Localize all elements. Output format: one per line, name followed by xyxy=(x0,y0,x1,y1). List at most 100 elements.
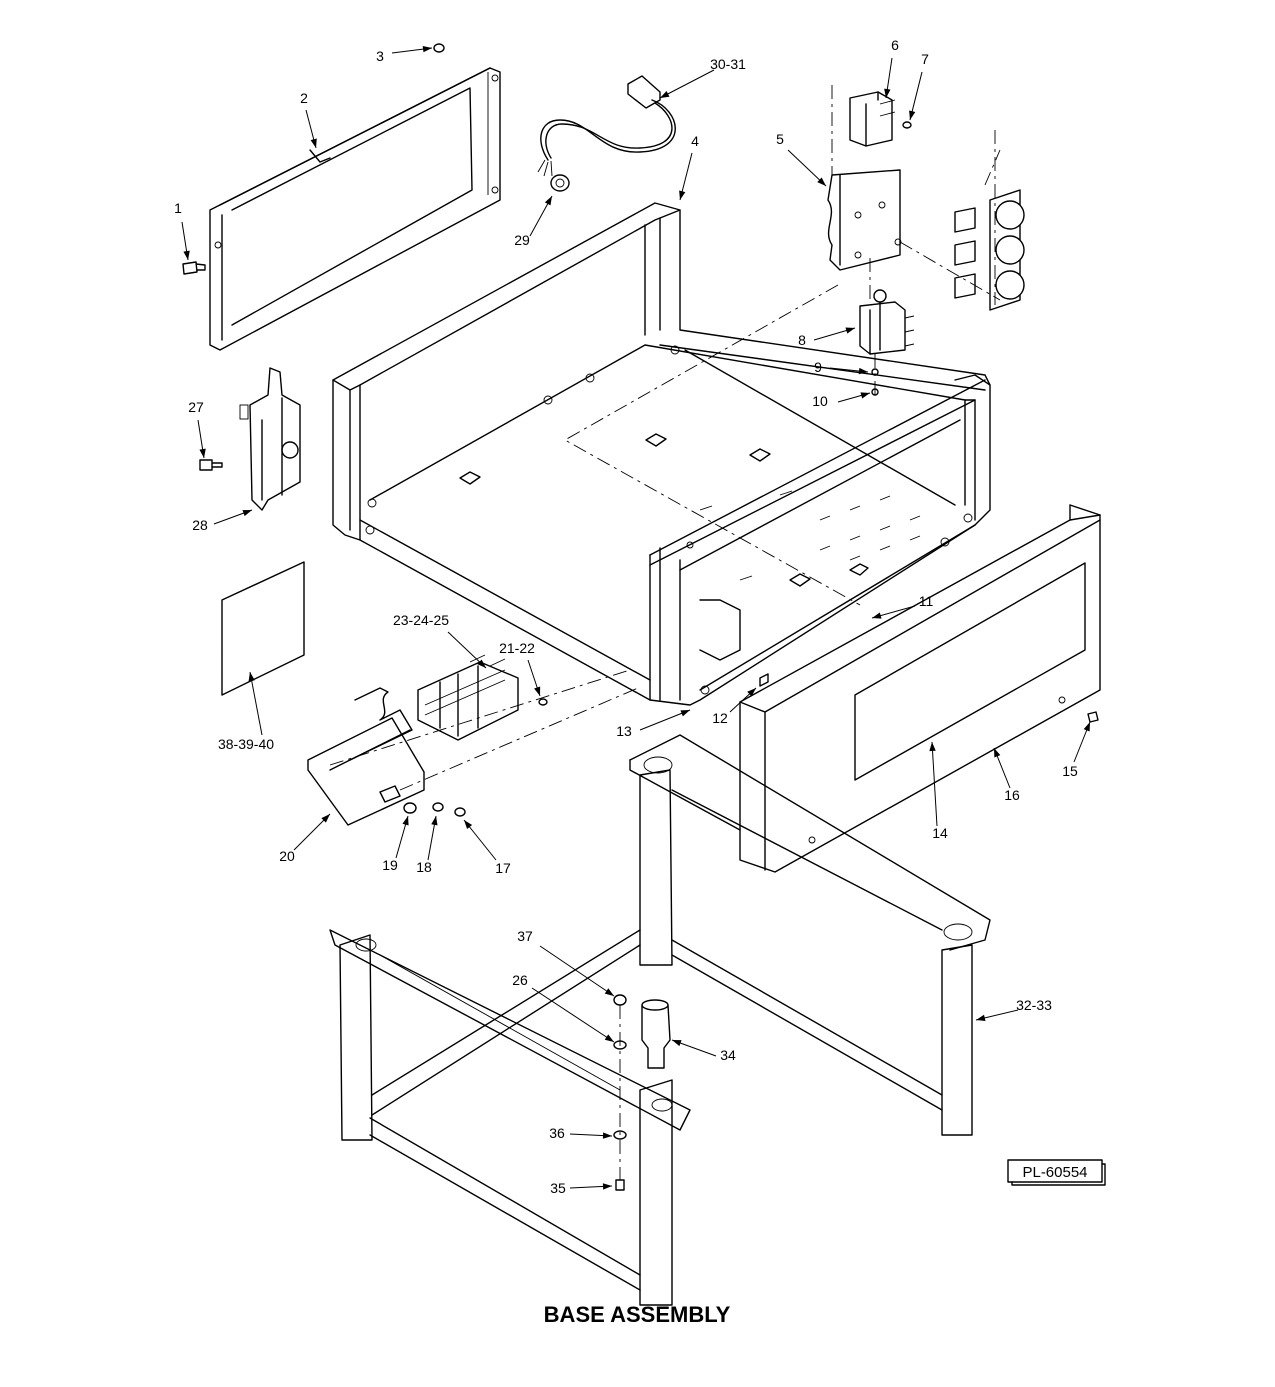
assembly-lines xyxy=(329,85,1001,791)
screw-part-3 xyxy=(433,43,445,53)
callout-23-24-25: 23-24-25 xyxy=(393,612,449,628)
arrowhead-23-24-25 xyxy=(477,659,486,668)
arrowhead-15 xyxy=(1083,722,1090,732)
rear-panel-part-2 xyxy=(209,67,501,351)
callout-12: 12 xyxy=(712,710,728,726)
arrowhead-8 xyxy=(845,327,855,334)
foot-part-34 xyxy=(641,999,671,1069)
drawing-number-box: PL-60554 xyxy=(1007,1159,1106,1186)
arrowhead-34 xyxy=(672,1040,682,1047)
arrowhead-4 xyxy=(679,190,686,200)
arrowhead-18 xyxy=(431,816,438,826)
callout-18: 18 xyxy=(416,859,432,875)
callout-17: 17 xyxy=(495,860,511,876)
callout-28: 28 xyxy=(192,517,208,533)
arrowhead-29 xyxy=(544,196,552,206)
diagram-title: BASE ASSEMBLY xyxy=(544,1302,731,1327)
arrowhead-20 xyxy=(321,814,330,823)
drawing-number: PL-60554 xyxy=(1022,1164,1087,1181)
callout-2: 2 xyxy=(300,90,308,106)
arrowhead-13 xyxy=(680,710,690,717)
callout-34: 34 xyxy=(720,1047,736,1063)
screw-part-1 xyxy=(182,261,206,275)
arrowhead-17 xyxy=(464,820,473,830)
wire-harness-part-30-31 xyxy=(537,75,676,177)
callout-9: 9 xyxy=(814,359,822,375)
callout-32-33: 32-33 xyxy=(1016,997,1052,1013)
leader-line-30-31 xyxy=(659,69,715,99)
hardware-parts-17-18-19-21-22 xyxy=(403,698,548,817)
arrowhead-30-31 xyxy=(660,91,670,98)
bracket-part-5 xyxy=(827,169,902,271)
terminal-block-part-23-24-25 xyxy=(417,654,519,741)
callout-16: 16 xyxy=(1004,787,1020,803)
arrowhead-36 xyxy=(602,1132,612,1139)
arrowhead-14 xyxy=(929,742,936,752)
arrowhead-37 xyxy=(604,988,614,996)
arrowhead-3 xyxy=(422,45,432,53)
label-part-38-39-40 xyxy=(221,561,305,696)
leg-stand-part-32-33 xyxy=(329,734,991,1306)
callout-37: 37 xyxy=(517,928,533,944)
callout-36: 36 xyxy=(549,1125,565,1141)
grommet-part-29 xyxy=(550,174,570,192)
arrowhead-28 xyxy=(242,510,252,517)
arrowhead-38-39-40 xyxy=(248,672,255,682)
base-frame-part-4 xyxy=(332,202,991,706)
callout-10: 10 xyxy=(812,393,828,409)
callout-8: 8 xyxy=(798,332,806,348)
arrowhead-5 xyxy=(817,177,826,186)
leader-lines xyxy=(181,45,1091,1190)
leader-line-26 xyxy=(531,987,615,1043)
callout-21-22: 21-22 xyxy=(499,640,535,656)
callout-19: 19 xyxy=(382,857,398,873)
relay-part-6 xyxy=(849,91,896,147)
callout-26: 26 xyxy=(512,972,528,988)
arrowhead-6 xyxy=(884,88,891,98)
arrowhead-16 xyxy=(994,748,1001,758)
callout-6: 6 xyxy=(891,37,899,53)
arrowhead-2 xyxy=(310,138,317,148)
arrowhead-35 xyxy=(602,1183,612,1190)
callout-4: 4 xyxy=(691,133,699,149)
callout-1: 1 xyxy=(174,200,182,216)
callout-27: 27 xyxy=(188,399,204,415)
leader-line-38-39-40 xyxy=(249,671,263,736)
callout-15: 15 xyxy=(1062,763,1078,779)
screw-part-27 xyxy=(199,459,223,471)
callout-20: 20 xyxy=(279,848,295,864)
leader-line-37 xyxy=(539,945,615,997)
callout-5: 5 xyxy=(776,131,784,147)
callout-14: 14 xyxy=(932,825,948,841)
callout-29: 29 xyxy=(514,232,530,248)
arrowhead-9 xyxy=(858,367,868,375)
arrowhead-7 xyxy=(909,110,916,120)
leader-line-14 xyxy=(931,741,938,827)
arrowhead-11 xyxy=(872,612,882,619)
arrowhead-19 xyxy=(402,816,409,826)
arrowhead-21-22 xyxy=(534,686,541,696)
callout-13: 13 xyxy=(616,723,632,739)
callout-35: 35 xyxy=(550,1180,566,1196)
front-panel-part-16 xyxy=(739,504,1101,873)
bracket-part-20 xyxy=(307,687,425,826)
hardware-parts-26-35-36-37 xyxy=(613,994,627,1191)
arrowhead-12 xyxy=(747,688,756,697)
arrowhead-27 xyxy=(199,448,206,458)
hardware-parts-12-13-15 xyxy=(759,673,1099,723)
switch-part-8 xyxy=(859,289,915,355)
callout-11: 11 xyxy=(919,593,934,609)
callout-30-31: 30-31 xyxy=(710,56,746,72)
arrowhead-26 xyxy=(604,1034,614,1042)
arrowhead-1 xyxy=(183,250,190,260)
bracket-part-28 xyxy=(239,367,301,511)
callout-3: 3 xyxy=(376,48,384,64)
callout-38-39-40: 38-39-40 xyxy=(218,736,274,752)
controls-subassembly xyxy=(954,130,1025,311)
arrowhead-32-33 xyxy=(976,1014,986,1022)
arrowhead-10 xyxy=(860,392,870,399)
callout-7: 7 xyxy=(921,51,929,67)
